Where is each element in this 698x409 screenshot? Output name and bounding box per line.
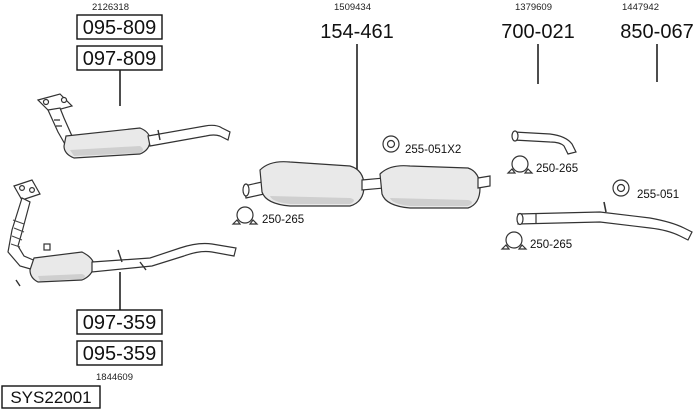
part-box-097-359[interactable] <box>76 309 163 335</box>
mount-label-255-051: 255-051 <box>637 189 679 201</box>
part-box-095-359[interactable] <box>76 340 163 366</box>
system-id-box <box>1 385 101 409</box>
part-number-095-809: 095-809 <box>83 17 156 39</box>
front-pipe-with-catalyst-top[interactable] <box>36 93 231 159</box>
part-number-095-359: 095-359 <box>83 343 156 365</box>
pipe-clamp-icon <box>506 155 534 174</box>
clamp-label-250-265-tail-long: 250-265 <box>530 239 572 251</box>
rubber-mount-icon <box>612 179 630 197</box>
center-muffler-assembly[interactable] <box>242 161 491 209</box>
pipe-clamp-icon <box>231 206 259 225</box>
ref-1447942: 1447942 <box>622 2 659 13</box>
ref-1509434: 1509434 <box>334 2 371 13</box>
system-id: SYS22001 <box>10 388 91 407</box>
clamp-label-250-265-left: 250-265 <box>262 214 304 226</box>
part-number-097-809: 097-809 <box>83 48 156 70</box>
pipe-clamp-icon <box>500 231 528 250</box>
ref-1379609: 1379609 <box>515 2 552 13</box>
part-number-850-067[interactable]: 850-067 <box>620 21 693 43</box>
part-box-095-809[interactable] <box>76 14 163 40</box>
ref-1844609: 1844609 <box>96 372 133 383</box>
ref-2126318: 2126318 <box>92 2 129 13</box>
manifold-flange-icon <box>13 179 41 201</box>
short-tail-pipe[interactable] <box>511 130 577 155</box>
part-number-154-461[interactable]: 154-461 <box>320 21 393 43</box>
mount-label-255-051X2: 255-051X2 <box>405 144 461 156</box>
front-pipe-with-catalyst-bottom[interactable] <box>7 179 237 287</box>
part-number-700-021[interactable]: 700-021 <box>501 21 574 43</box>
clamp-label-250-265-tail-short: 250-265 <box>536 163 578 175</box>
long-tail-pipe[interactable] <box>516 201 693 241</box>
part-number-097-359: 097-359 <box>83 312 156 334</box>
rubber-mount-icon <box>382 135 400 153</box>
